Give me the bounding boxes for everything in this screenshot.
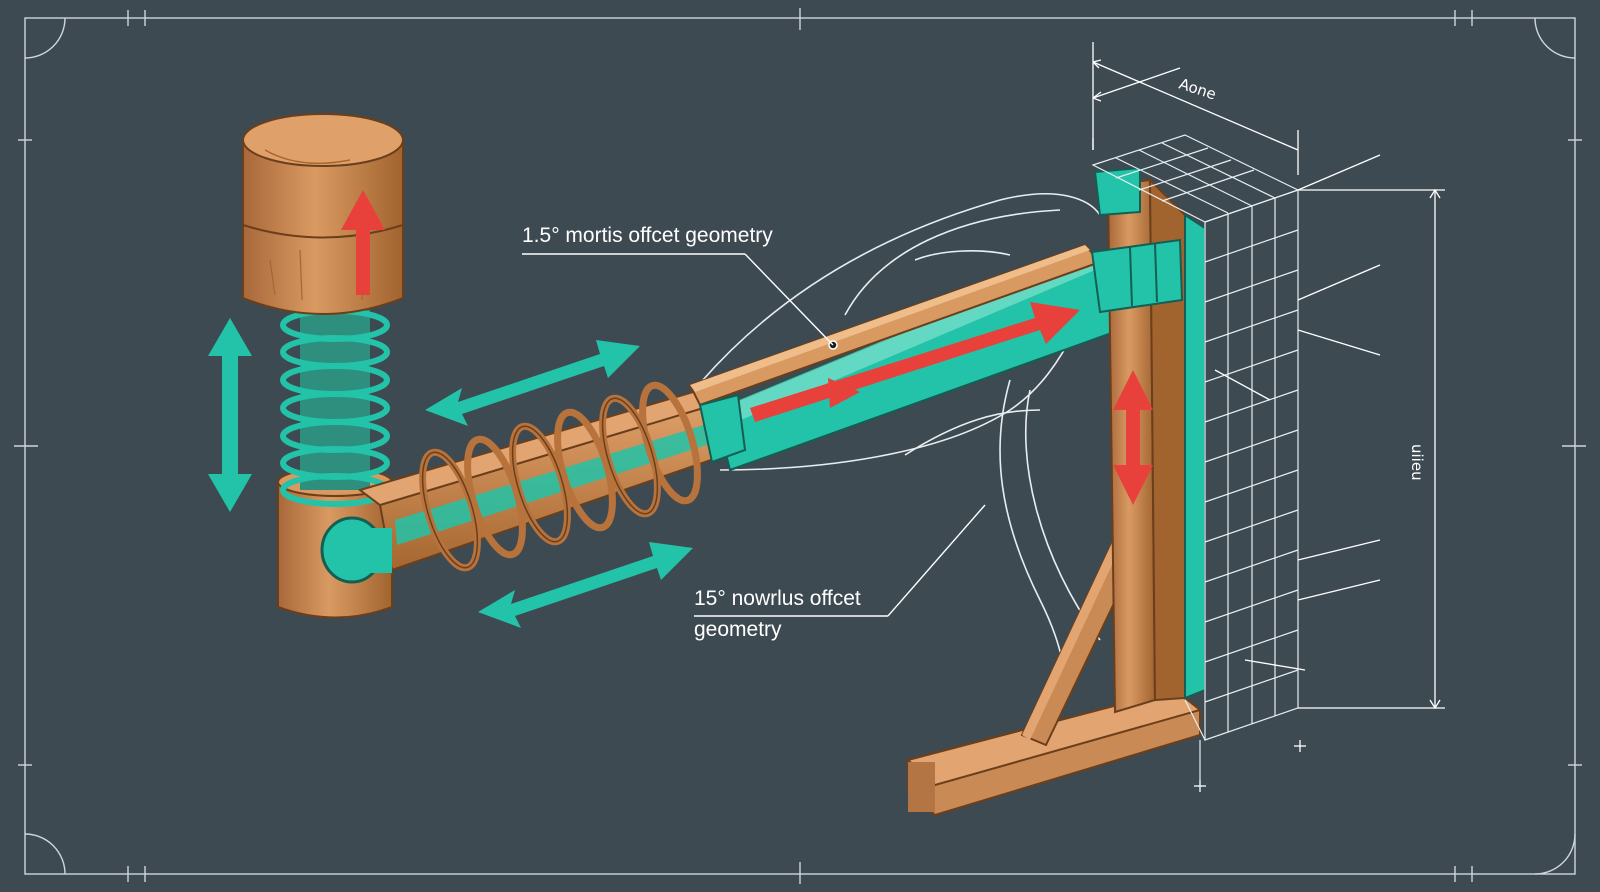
teal-diagonal-arrow-lower	[478, 542, 693, 628]
blueprint-frame	[14, 8, 1586, 884]
right-post-assembly	[905, 166, 1206, 817]
horizontal-rod-assembly	[320, 381, 742, 584]
beam-joint-block	[1090, 238, 1184, 314]
red-up-arrow	[341, 190, 385, 295]
callout-bottom-line2: geometry	[694, 618, 782, 641]
red-vertical-double-arrow	[1113, 370, 1153, 505]
main-beam	[688, 243, 1122, 472]
dimension-lines	[1092, 42, 1445, 792]
teal-diagonal-arrow-upper	[425, 340, 640, 426]
teal-vertical-double-arrow	[208, 318, 252, 512]
side-dimension-label: uiieu	[1408, 444, 1426, 481]
callout-top: 1.5° mortis offcet geometry	[522, 224, 834, 346]
callout-bottom-line1: 15° nowrlus offcet	[694, 587, 861, 610]
callout-top-text: 1.5° mortis offcet geometry	[522, 224, 773, 247]
top-dimension-label: Aone	[1177, 75, 1219, 104]
sketch-curves	[689, 193, 1111, 661]
callout-bottom: 15° nowrlus offcet geometry	[694, 504, 986, 641]
